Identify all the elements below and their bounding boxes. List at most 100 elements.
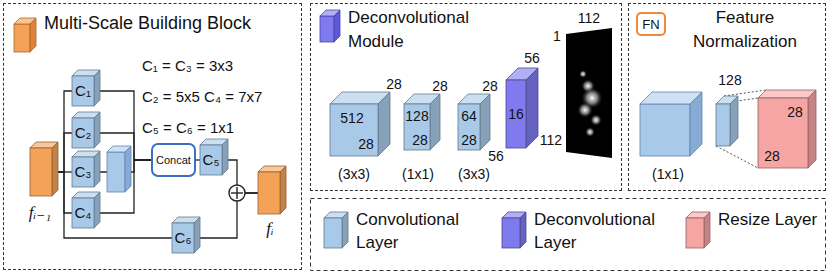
graphic-part <box>579 70 587 78</box>
legend-panel <box>311 199 826 271</box>
kernel-size-note: C₁ = C₃ = 3x3 <box>142 57 233 74</box>
dimension-label: 512 <box>340 110 363 126</box>
feature-map: fᵢ <box>258 166 286 214</box>
connector-line <box>58 133 72 172</box>
conv-block <box>640 92 702 156</box>
conv-layer: 5122828 <box>330 92 390 156</box>
module-panel: Deconvolutional Module512282812828286428… <box>310 3 622 191</box>
heatmap-image <box>566 28 612 158</box>
graphic-part <box>72 157 94 187</box>
graphic-part <box>236 187 237 199</box>
heatmap-output: 1121 <box>566 28 612 158</box>
graphic-part <box>30 148 52 196</box>
graphic-part <box>52 142 58 196</box>
dimension-label: 28 <box>461 132 477 148</box>
dimension-label: 112 <box>540 132 562 148</box>
graphic-part <box>585 127 595 137</box>
dimension-label: 28 <box>358 136 374 152</box>
concat-box: Concat <box>151 143 196 177</box>
graphic-part <box>107 152 125 192</box>
graphic-part <box>590 114 602 126</box>
kernel-size-label: (3x3) <box>458 166 490 182</box>
dimension-label: 16 <box>508 106 524 122</box>
graphic-part <box>320 16 334 42</box>
graphic-part <box>404 104 430 150</box>
dimension-label: 28 <box>386 76 402 92</box>
dimension-label: 28 <box>787 104 803 120</box>
graphic-part <box>200 145 222 175</box>
graphic-part <box>724 90 766 96</box>
dimension-label: 112 <box>578 10 600 26</box>
cube-shape <box>716 96 738 146</box>
panel-title: Deconvolutional Module <box>348 6 488 54</box>
graphic-part <box>330 104 378 156</box>
graphic-part <box>258 172 280 214</box>
kernel-size-label: (1x1) <box>402 166 434 182</box>
dimension-label: C₂ <box>75 124 92 141</box>
cube-shape <box>324 212 348 248</box>
graphic-part <box>280 166 286 214</box>
dimension-label: 1 <box>553 28 561 44</box>
graphic-part <box>72 198 94 228</box>
dimension-label: C₁ <box>75 82 91 99</box>
block-icon <box>14 18 36 52</box>
kernel-size-note: C₂ = 5x5 C₄ = 7x7 <box>142 88 262 105</box>
graphic-part <box>14 24 30 52</box>
graphic-part <box>730 96 738 146</box>
conv-layer: C₁ <box>72 70 100 106</box>
fn-badge: FN <box>636 12 666 36</box>
legend-text: Convolutional Layer <box>356 208 478 254</box>
cube-shape <box>30 142 58 196</box>
graphic-part <box>480 94 490 150</box>
graphic-part <box>716 146 758 168</box>
deconv-icon <box>320 10 340 42</box>
graphic-part <box>758 90 816 98</box>
connector-line <box>196 159 200 160</box>
kernel-size-note: C₅ = C₆ = 1x1 <box>142 119 234 136</box>
dimension-label: 128 <box>718 72 741 88</box>
conv-layer: 1282828 <box>404 94 440 150</box>
graphic-part <box>502 218 520 248</box>
graphic-part <box>808 90 816 168</box>
dimension-label: 64 <box>461 108 477 124</box>
legend-text: Deconvolutional Layer <box>534 208 672 254</box>
box-label: FN <box>642 18 659 31</box>
conv-layer: 642828 <box>458 94 490 150</box>
dimension-label: C₆ <box>175 229 192 246</box>
graphic-part <box>30 18 36 52</box>
graphic-part <box>430 94 440 150</box>
dimension-label: 28 <box>764 148 780 164</box>
legend-swatch <box>324 212 348 248</box>
graphic-part <box>94 112 100 148</box>
kernel-size-label: (1x1) <box>652 166 684 182</box>
graphic-part <box>716 104 730 146</box>
dimension-label: 28 <box>412 132 428 148</box>
graphic-part <box>506 80 526 148</box>
dimension-label: 128 <box>405 108 428 124</box>
graphic-part <box>458 104 480 150</box>
conv-layer: C₆ <box>172 217 200 253</box>
graphic-part <box>758 98 808 168</box>
feature-map: fᵢ₋₁ <box>30 142 58 196</box>
graphic-part <box>172 223 194 253</box>
graphic-part <box>94 192 100 228</box>
connector-line <box>200 193 258 238</box>
connector-line <box>58 172 72 213</box>
dimension-label: 28 <box>432 78 448 94</box>
graphic-part <box>194 217 200 253</box>
graphic-part <box>640 104 690 156</box>
dimension-label: C₃ <box>75 163 92 180</box>
legend-text: Resize Layer <box>718 208 818 231</box>
graphic-part <box>72 76 94 106</box>
graphic-part <box>222 139 228 175</box>
dimension-label: fᵢ₋₁ <box>29 203 51 223</box>
conv-layer: C₃ <box>72 151 100 187</box>
dimension-label: 56 <box>488 148 504 164</box>
sum-symbol <box>229 185 245 201</box>
cube-shape <box>258 166 286 214</box>
dimension-label: 56 <box>524 50 540 66</box>
graphic-part <box>577 102 593 118</box>
conv-layer: C₂ <box>72 112 100 148</box>
legend-swatch <box>502 212 526 248</box>
connector-line <box>58 91 72 172</box>
